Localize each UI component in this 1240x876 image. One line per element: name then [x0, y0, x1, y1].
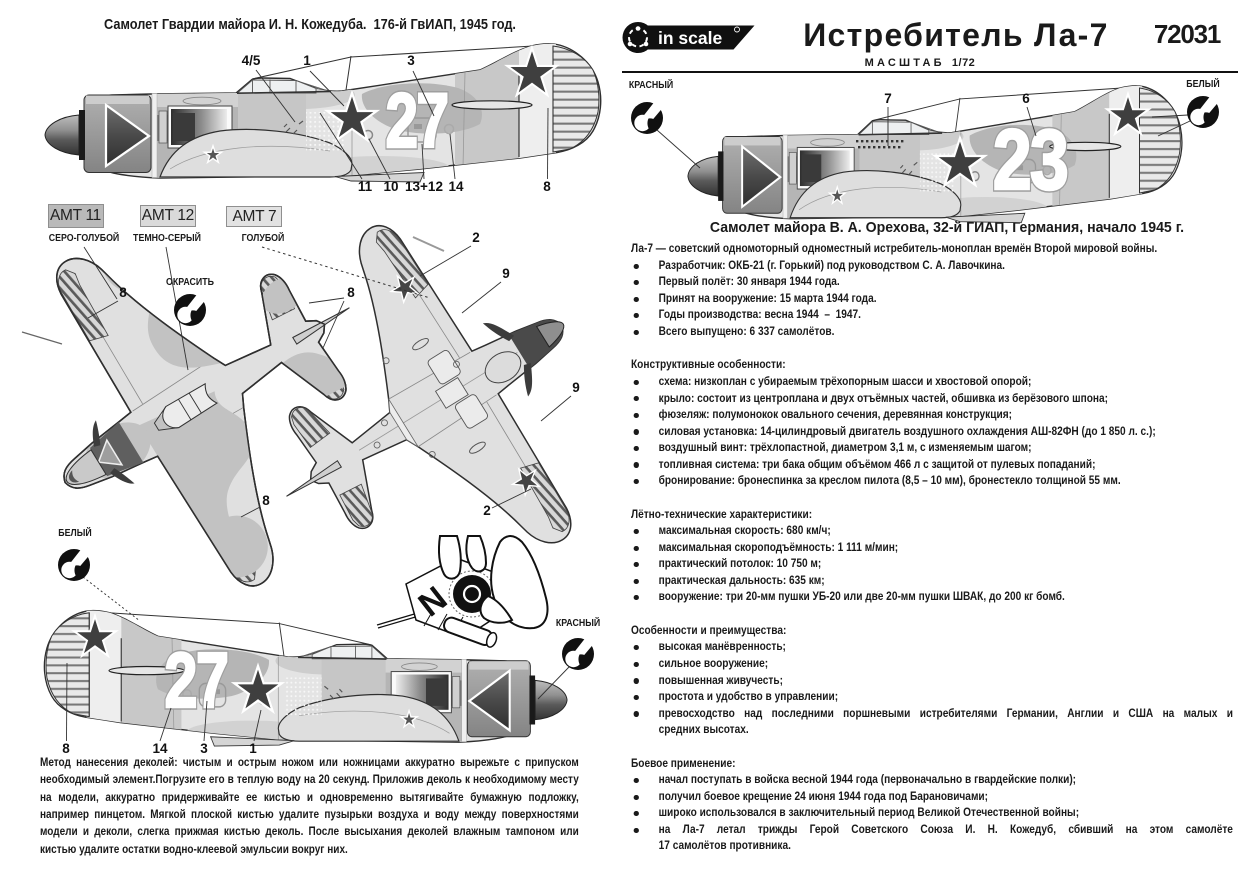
- svg-text:23: 23: [993, 114, 1067, 208]
- svg-text:9: 9: [502, 266, 510, 281]
- svg-text:23: 23: [993, 114, 1067, 208]
- svg-text:14: 14: [152, 741, 168, 756]
- svg-text:7: 7: [884, 91, 892, 106]
- svg-text:1: 1: [303, 53, 311, 68]
- svg-text:8: 8: [543, 179, 551, 194]
- svg-text:14: 14: [448, 179, 464, 194]
- svg-text:9: 9: [572, 380, 580, 395]
- svg-text:8: 8: [262, 493, 270, 508]
- svg-text:in scale: in scale: [658, 28, 722, 48]
- svg-text:2: 2: [483, 503, 491, 518]
- svg-text:6: 6: [1022, 91, 1030, 106]
- svg-text:27: 27: [385, 78, 447, 164]
- svg-text:11: 11: [358, 179, 373, 194]
- svg-text:8: 8: [119, 285, 127, 300]
- svg-text:2: 2: [472, 230, 480, 245]
- svg-text:1: 1: [249, 741, 257, 756]
- svg-text:10: 10: [383, 179, 398, 194]
- svg-text:13+12: 13+12: [405, 179, 443, 194]
- svg-text:3: 3: [200, 741, 208, 756]
- svg-text:27: 27: [385, 78, 447, 164]
- svg-text:3: 3: [407, 53, 415, 68]
- svg-text:4/5: 4/5: [242, 53, 261, 68]
- svg-text:27: 27: [165, 636, 228, 724]
- svg-text:8: 8: [347, 285, 355, 300]
- svg-text:27: 27: [165, 636, 228, 724]
- svg-text:8: 8: [62, 741, 70, 756]
